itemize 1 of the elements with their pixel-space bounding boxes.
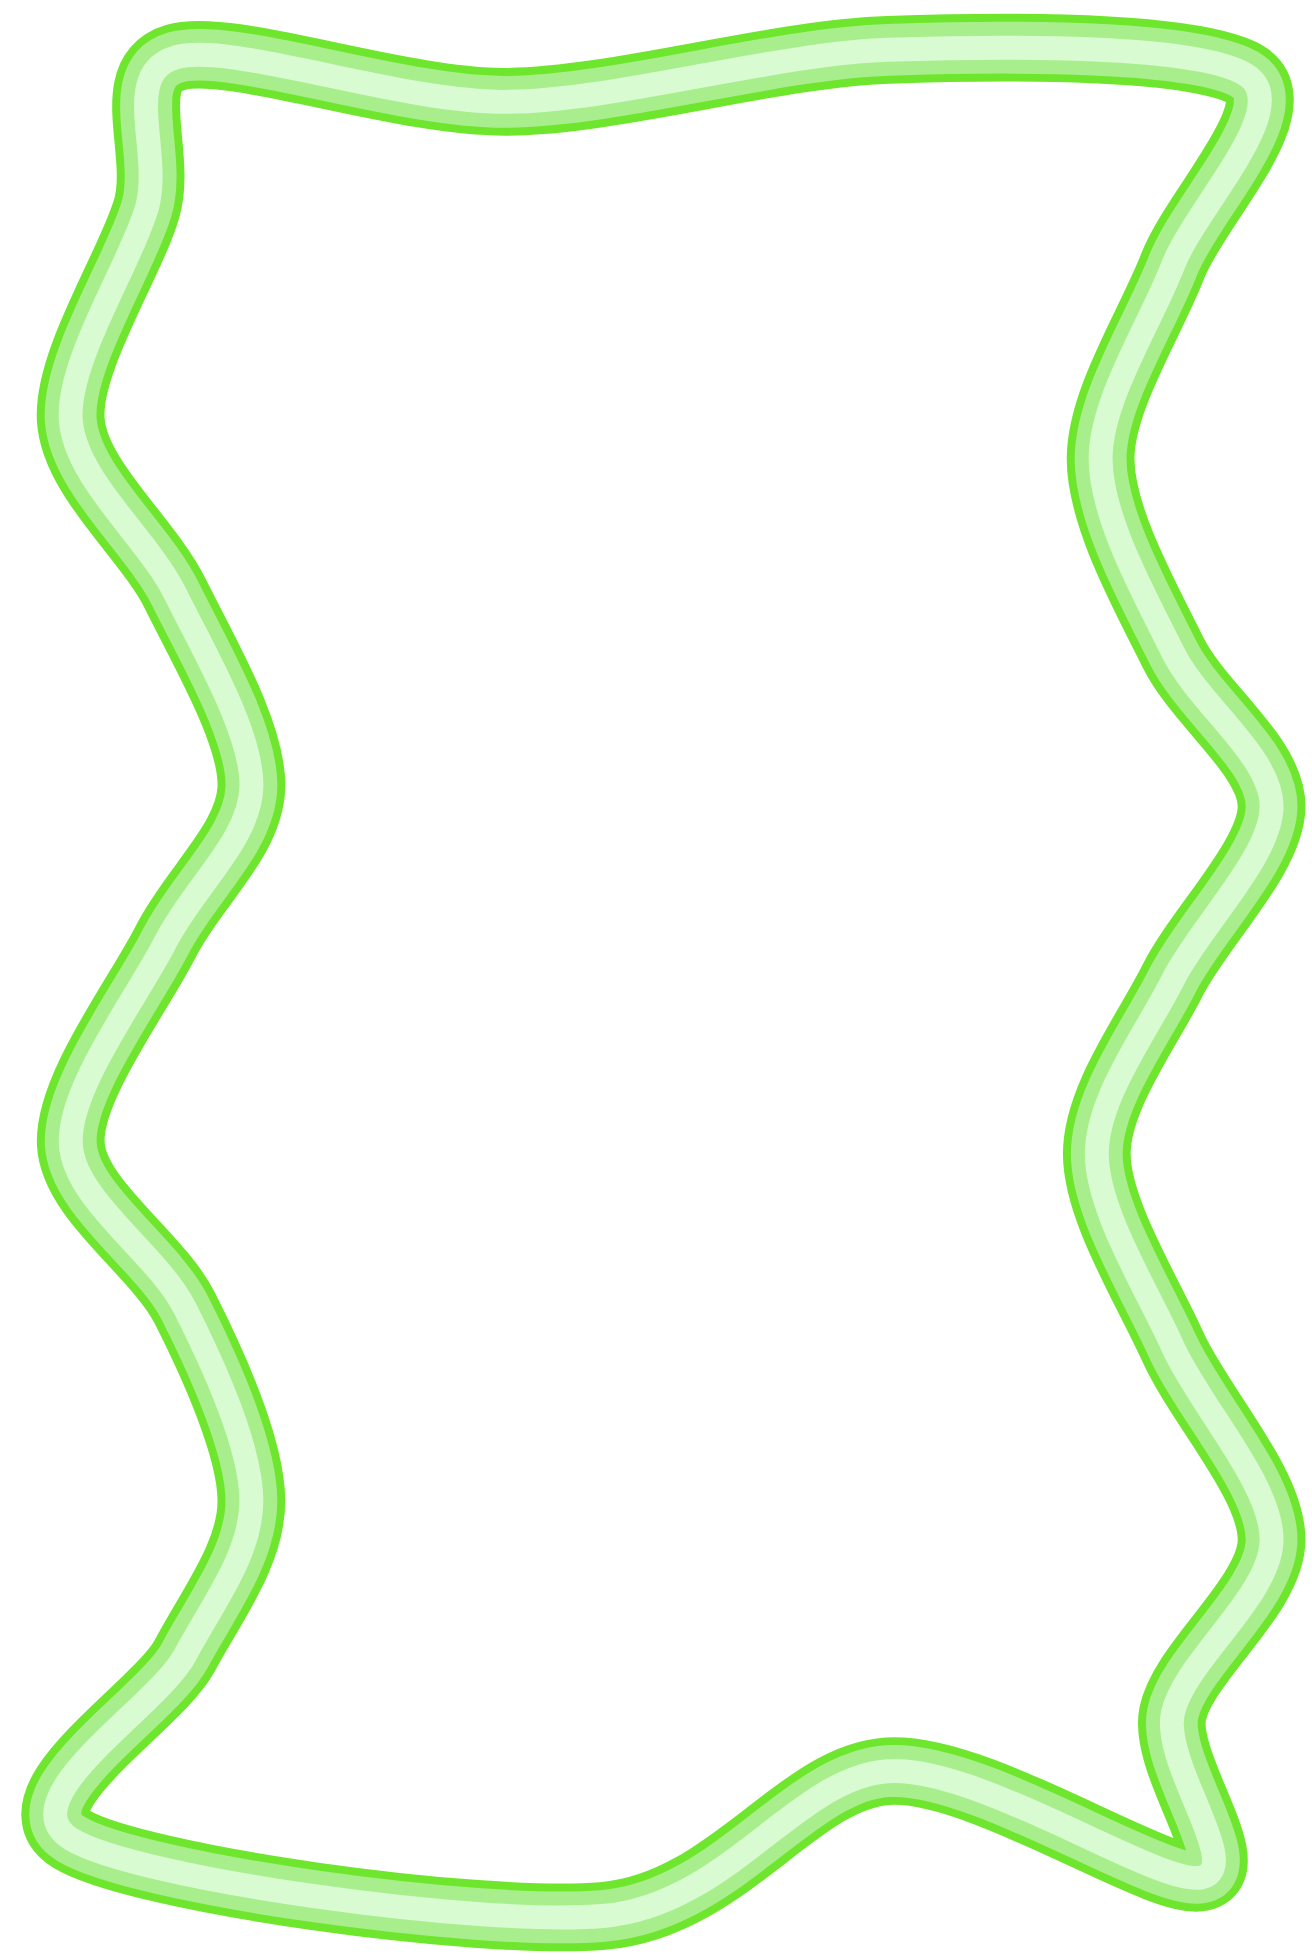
wavy-frame — [21, 13, 1306, 1952]
